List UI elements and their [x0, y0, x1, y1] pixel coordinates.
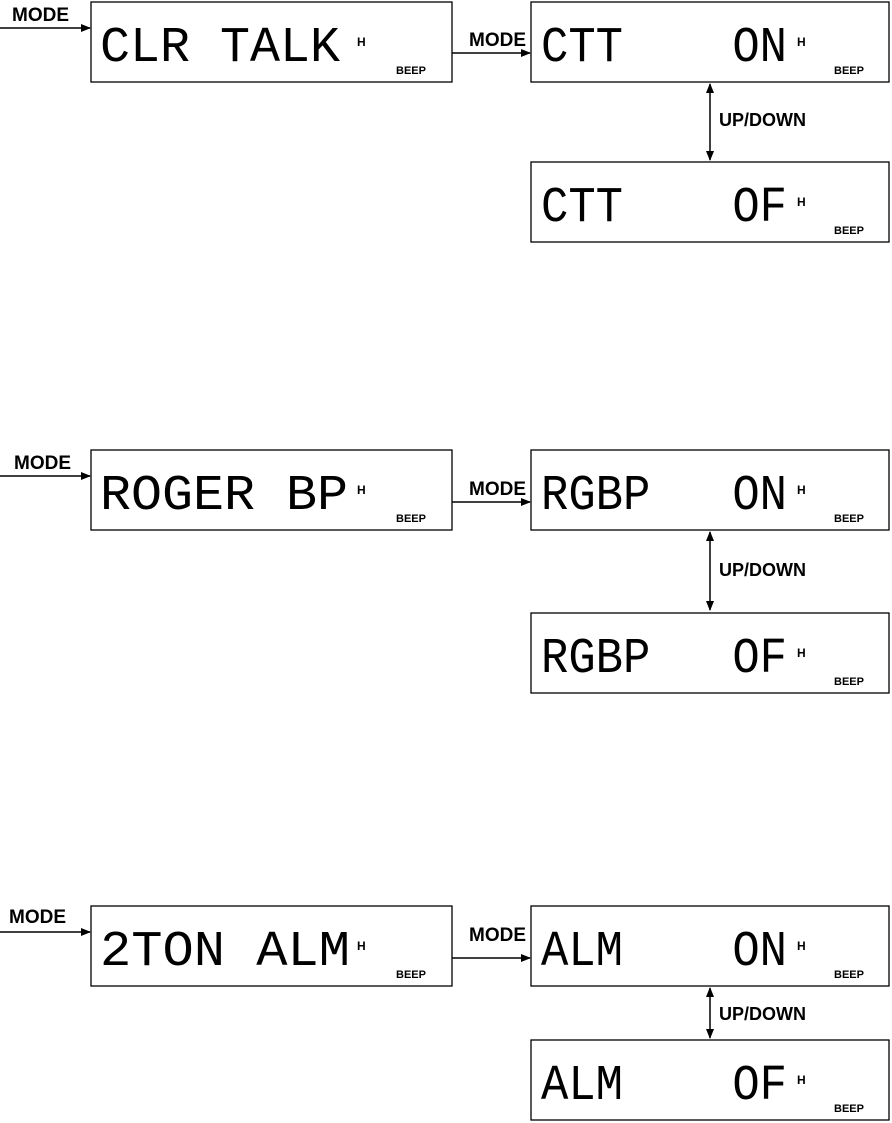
lcd-main-display: ROGER BP H BEEP: [91, 450, 452, 530]
lcd-on-display: RGBP ON H BEEP: [531, 450, 889, 530]
lcd-on-text: ALM ON: [541, 924, 787, 981]
h-indicator: H: [357, 35, 366, 49]
beep-indicator: BEEP: [834, 65, 864, 77]
lcd-on-text: RGBP ON: [541, 468, 787, 525]
lcd-on-text: CTT ON: [541, 20, 787, 77]
beep-indicator: BEEP: [396, 65, 426, 77]
mode-arrow-label: MODE: [469, 479, 526, 500]
h-indicator: H: [357, 939, 366, 953]
group-clr-talk: MODE CLR TALK H BEEP MODE CTT ON H BEEP …: [0, 2, 889, 242]
lcd-off-text: CTT OF: [541, 180, 787, 237]
mode-arrow-label: MODE: [469, 30, 526, 51]
h-indicator: H: [797, 483, 806, 497]
entry-mode-label: MODE: [9, 907, 66, 928]
h-indicator: H: [797, 1073, 806, 1087]
mode-arrow-label: MODE: [469, 925, 526, 946]
lcd-main-text: 2TON ALM: [100, 924, 350, 981]
lcd-off-display: ALM OF H BEEP: [531, 1040, 889, 1120]
updown-label: UP/DOWN: [719, 110, 806, 130]
entry-mode-label: MODE: [14, 453, 71, 474]
h-indicator: H: [797, 195, 806, 209]
lcd-off-text: ALM OF: [541, 1058, 787, 1115]
group-2ton-alm: MODE 2TON ALM H BEEP MODE ALM ON H BEEP …: [0, 906, 889, 1120]
beep-indicator: BEEP: [834, 225, 864, 237]
h-indicator: H: [797, 939, 806, 953]
lcd-off-text: RGBP OF: [541, 631, 787, 688]
lcd-on-display: CTT ON H BEEP: [531, 2, 889, 82]
h-indicator: H: [797, 35, 806, 49]
h-indicator: H: [797, 646, 806, 660]
beep-indicator: BEEP: [834, 676, 864, 688]
h-indicator: H: [357, 483, 366, 497]
lcd-off-display: CTT OF H BEEP: [531, 162, 889, 242]
entry-mode-label: MODE: [12, 5, 69, 26]
lcd-on-display: ALM ON H BEEP: [531, 906, 889, 986]
lcd-main-text: CLR TALK: [100, 20, 340, 77]
beep-indicator: BEEP: [834, 513, 864, 525]
beep-indicator: BEEP: [396, 969, 426, 981]
beep-indicator: BEEP: [834, 1103, 864, 1115]
beep-indicator: BEEP: [834, 969, 864, 981]
lcd-main-display: 2TON ALM H BEEP: [91, 906, 452, 986]
lcd-off-display: RGBP OF H BEEP: [531, 613, 889, 693]
updown-label: UP/DOWN: [719, 560, 806, 580]
updown-label: UP/DOWN: [719, 1004, 806, 1024]
group-roger-bp: MODE ROGER BP H BEEP MODE RGBP ON H BEEP…: [0, 450, 889, 693]
lcd-main-text: ROGER BP: [100, 468, 348, 525]
lcd-main-display: CLR TALK H BEEP: [91, 2, 452, 82]
beep-indicator: BEEP: [396, 513, 426, 525]
